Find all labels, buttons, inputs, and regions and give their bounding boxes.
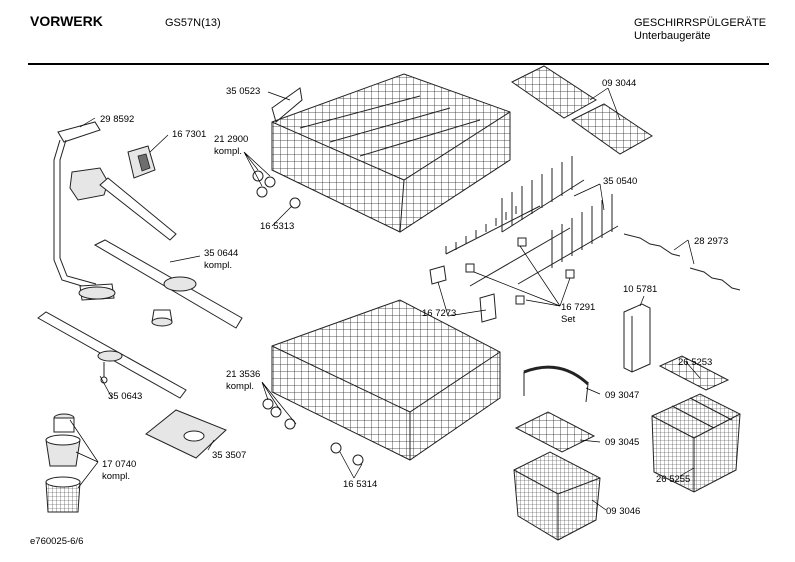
lower-basket-wheels [262,398,364,466]
appliance-category: GESCHIRRSPÜLGERÄTE [634,17,767,29]
upper-spray-arm [93,239,243,329]
label-part-350644-note: kompl. [204,260,232,271]
cup-rack-inserts [511,65,653,155]
upper-basket [271,73,511,233]
cutlery-basket-lid [658,355,730,391]
flat-filter-plate [145,409,227,459]
label-part-350643: 35 0643 [108,391,143,402]
model-number: GS57N(13) [165,17,221,29]
label-part-093044: 09 3044 [602,78,637,89]
label-part-350540: 35 0540 [603,176,638,187]
side-rails [623,233,741,291]
plate-racks [445,156,619,287]
label-part-213536-note: kompl. [226,381,254,392]
label-part-105781: 10 5781 [623,284,658,295]
label-part-298592: 29 8592 [100,114,135,125]
leader-lines [69,87,701,511]
spray-arm-supply-pipe [53,121,177,301]
label-part-212900: 21 2900 [214,134,249,145]
label-part-093047: 09 3047 [605,390,640,401]
filter-assembly [45,413,81,513]
rack-clips [465,237,575,305]
label-part-353507: 35 3507 [212,450,247,461]
label-part-350523: 35 0523 [226,86,261,97]
small-cutlery-basket [513,451,601,541]
appliance-subcategory: Unterbaugeräte [634,30,711,42]
label-part-170740-note: kompl. [102,471,130,482]
brand-logo: VORWERK [30,13,103,29]
label-part-167291: 16 7291 [561,302,596,313]
header-divider [28,63,769,65]
label-part-265255: 26 5255 [656,474,691,485]
label-part-165314: 16 5314 [343,479,378,490]
label-part-212900-note: kompl. [214,146,242,157]
label-part-170740: 17 0740 [102,459,137,470]
lower-spray-arm [37,311,187,399]
pipe-holder [127,145,156,179]
label-part-093046: 09 3046 [606,506,641,517]
label-part-350644: 35 0644 [204,248,239,259]
label-part-167291-note: Set [561,314,576,325]
document-id: e760025-6/6 [30,536,84,547]
cutlery-basket [651,393,741,493]
label-part-167301: 16 7301 [172,129,207,140]
label-part-282973: 28 2973 [694,236,729,247]
rinse-aid-container [623,303,651,373]
label-part-165313: 16 5313 [260,221,295,232]
label-part-213536: 21 3536 [226,369,261,380]
basket-insert-grid [514,411,596,453]
basket-handle [523,365,590,403]
label-part-167273: 16 7273 [422,308,457,319]
lower-basket [271,299,501,461]
rack-hinges [429,265,497,323]
label-part-265253: 26 5253 [678,357,713,368]
label-part-093045: 09 3045 [605,437,640,448]
